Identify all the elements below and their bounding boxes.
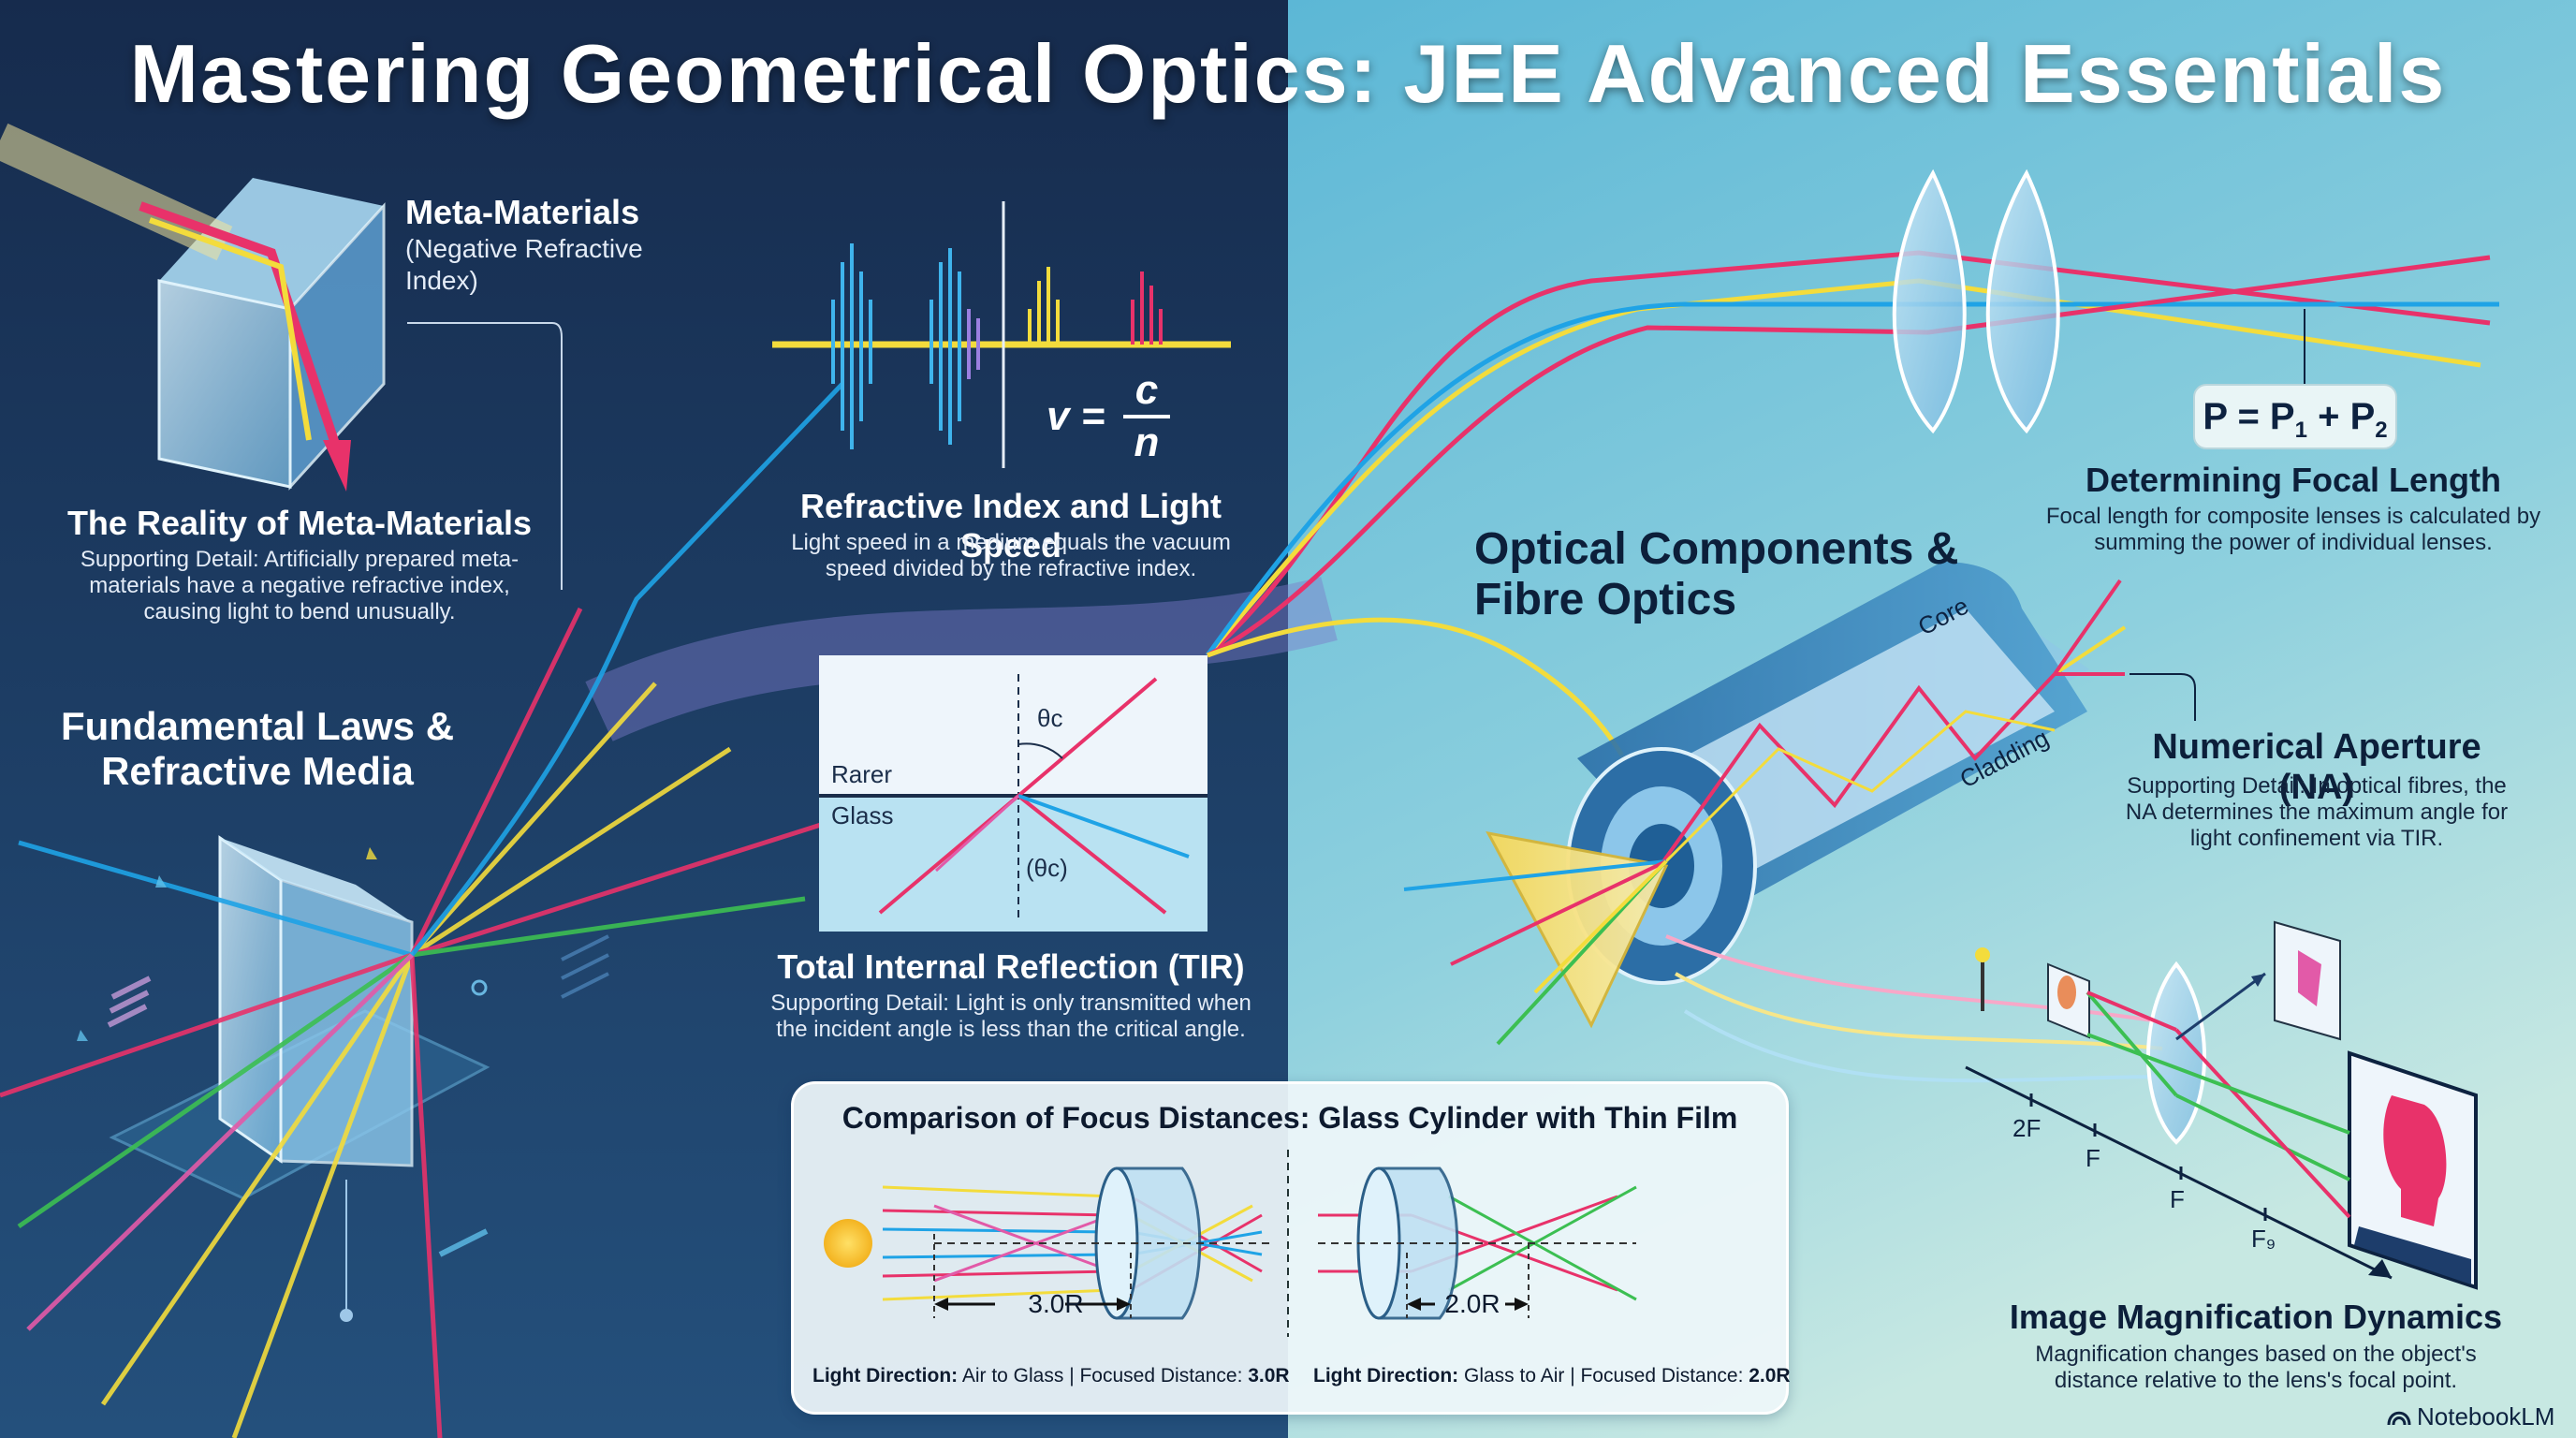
light-source-icon	[824, 1219, 872, 1268]
formula-lhs: v =	[1046, 393, 1105, 439]
refractive-index-heading: Refractive Index and Light Speed	[799, 487, 1222, 565]
focal-length-heading: Determining Focal Length	[2085, 461, 2502, 499]
numerical-aperture-heading: Numerical Aperture (NA)	[2152, 727, 2481, 807]
optical-components-heading: Optical Components & Fibre Optics	[1474, 524, 1959, 624]
numerical-aperture-body: Supporting Detail: In optical fibres, th…	[2125, 773, 2509, 851]
formula-denominator: n	[1134, 419, 1160, 465]
fundamental-laws-heading: Fundamental Laws & Refractive Media	[60, 704, 455, 793]
right-focus-distance: 2.0R	[1444, 1289, 1500, 1318]
meta-materials-heading: The Reality of Meta-Materials	[66, 504, 533, 542]
comparison-diagrams	[824, 1150, 1637, 1337]
tir-heading: Total Internal Reflection (TIR)	[777, 947, 1245, 986]
fibre-optic-illustration	[1403, 562, 2127, 1046]
magnification-body: Magnification changes based on the objec…	[2035, 1342, 2477, 1393]
left-focus-distance: 3.0R	[1028, 1289, 1084, 1318]
refraction-slab-illustration	[0, 382, 844, 1438]
tir-angle-bottom: (θc)	[1026, 854, 1068, 882]
tir-diagram	[819, 655, 1208, 932]
decorative-marks	[77, 847, 609, 1257]
formula-fraction-bar	[1123, 415, 1170, 418]
magnification-illustration	[1665, 920, 2478, 1290]
comparison-title: Comparison of Focus Distances: Glass Cyl…	[842, 1101, 1738, 1135]
doublet-lens-illustration	[1892, 169, 2305, 434]
magnification-heading: Image Magnification Dynamics	[2009, 1298, 2503, 1336]
formula-numerator: c	[1134, 367, 1159, 413]
meta-materials-label: Meta-Materials	[405, 193, 640, 231]
axis-label-2f: 2F	[2012, 1114, 2042, 1142]
axis-label-f1: F	[2086, 1144, 2100, 1172]
lens-power-formula: P = P1 + P2	[2193, 384, 2397, 449]
right-caption: Light Direction: Glass to Air | Focused …	[1313, 1365, 1791, 1387]
tir-rarer-label: Rarer	[831, 760, 893, 788]
refractive-index-body: Light speed in a medium equals the vacuu…	[791, 530, 1231, 581]
notebooklm-brand: NotebookLM	[2417, 1402, 2555, 1431]
tir-body: Supporting Detail: Light is only transmi…	[770, 990, 1251, 1042]
page-title: Mastering Geometrical Optics: JEE Advanc…	[129, 27, 2447, 120]
tir-glass-label: Glass	[831, 801, 894, 829]
waveform-illustration	[772, 201, 1231, 468]
axis-label-f2: F	[2170, 1185, 2185, 1213]
meta-materials-sublabel: (Negative Refractive Index)	[405, 234, 643, 295]
axis-label-f9: F₉	[2251, 1225, 2276, 1253]
left-caption: Light Direction: Air to Glass | Focused …	[812, 1365, 1290, 1387]
comparison-panel: Comparison of Focus Distances: Glass Cyl…	[791, 1081, 1791, 1415]
tir-angle-top: θc	[1037, 704, 1063, 732]
notebooklm-logo-icon	[2387, 1411, 2411, 1426]
meta-material-slab-illustration	[0, 123, 386, 492]
meta-materials-body: Supporting Detail: Artificially prepared…	[80, 547, 520, 624]
focal-length-body: Focal length for composite lenses is cal…	[2045, 504, 2541, 555]
